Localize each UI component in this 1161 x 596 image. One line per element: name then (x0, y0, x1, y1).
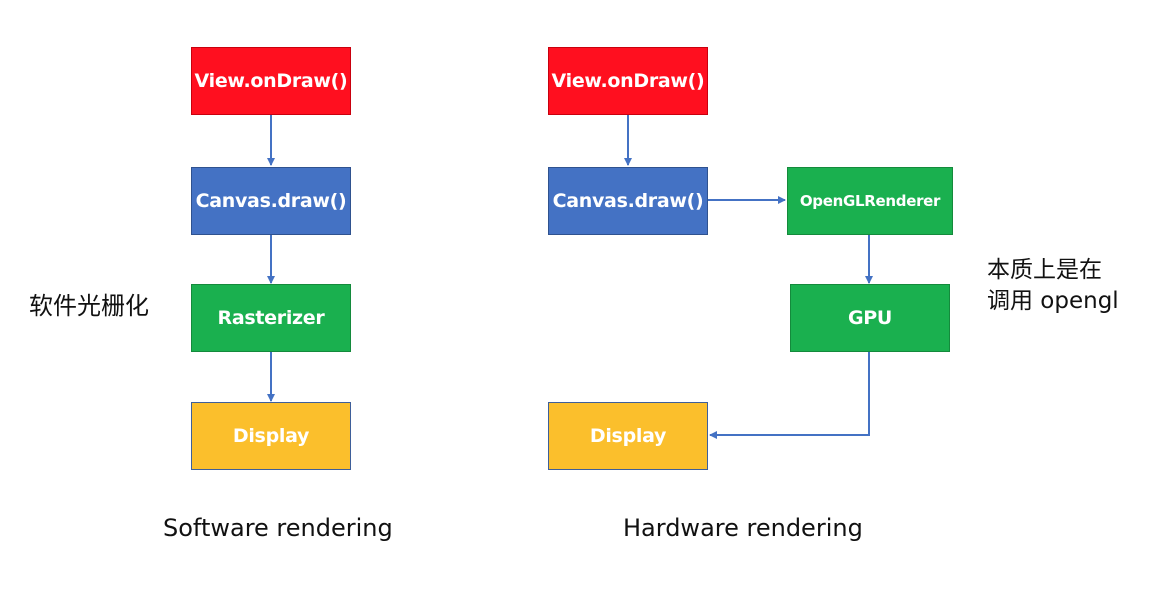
hw-view-ondraw-label: View.onDraw() (551, 70, 705, 92)
sw-view-ondraw-box: View.onDraw() (191, 47, 351, 115)
hw-opengl-renderer-box: OpenGLRenderer (787, 167, 953, 235)
sw-canvas-draw-label: Canvas.draw() (195, 190, 347, 212)
arrow-hw-gpu-to-display (709, 351, 870, 439)
hw-display-label: Display (589, 425, 667, 447)
hw-display-box: Display (548, 402, 708, 470)
hw-side-note: 本质上是在 调用 opengl (987, 255, 1119, 317)
sw-display-label: Display (232, 425, 310, 447)
sw-view-ondraw-label: View.onDraw() (194, 70, 348, 92)
hw-view-ondraw-box: View.onDraw() (548, 47, 708, 115)
hw-gpu-box: GPU (790, 284, 950, 352)
hw-side-note-line2: 调用 opengl (987, 288, 1119, 314)
hw-gpu-label: GPU (847, 307, 893, 329)
sw-canvas-draw-box: Canvas.draw() (191, 167, 351, 235)
hw-canvas-draw-label: Canvas.draw() (552, 190, 704, 212)
sw-display-box: Display (191, 402, 351, 470)
sw-side-note: 软件光栅化 (29, 292, 149, 320)
sw-rasterizer-box: Rasterizer (191, 284, 351, 352)
hw-side-note-line1: 本质上是在 (987, 257, 1102, 283)
hw-caption: Hardware rendering (623, 514, 863, 542)
sw-rasterizer-label: Rasterizer (217, 307, 325, 329)
hw-opengl-renderer-label: OpenGLRenderer (799, 192, 941, 210)
hw-canvas-draw-box: Canvas.draw() (548, 167, 708, 235)
sw-caption: Software rendering (163, 514, 393, 542)
